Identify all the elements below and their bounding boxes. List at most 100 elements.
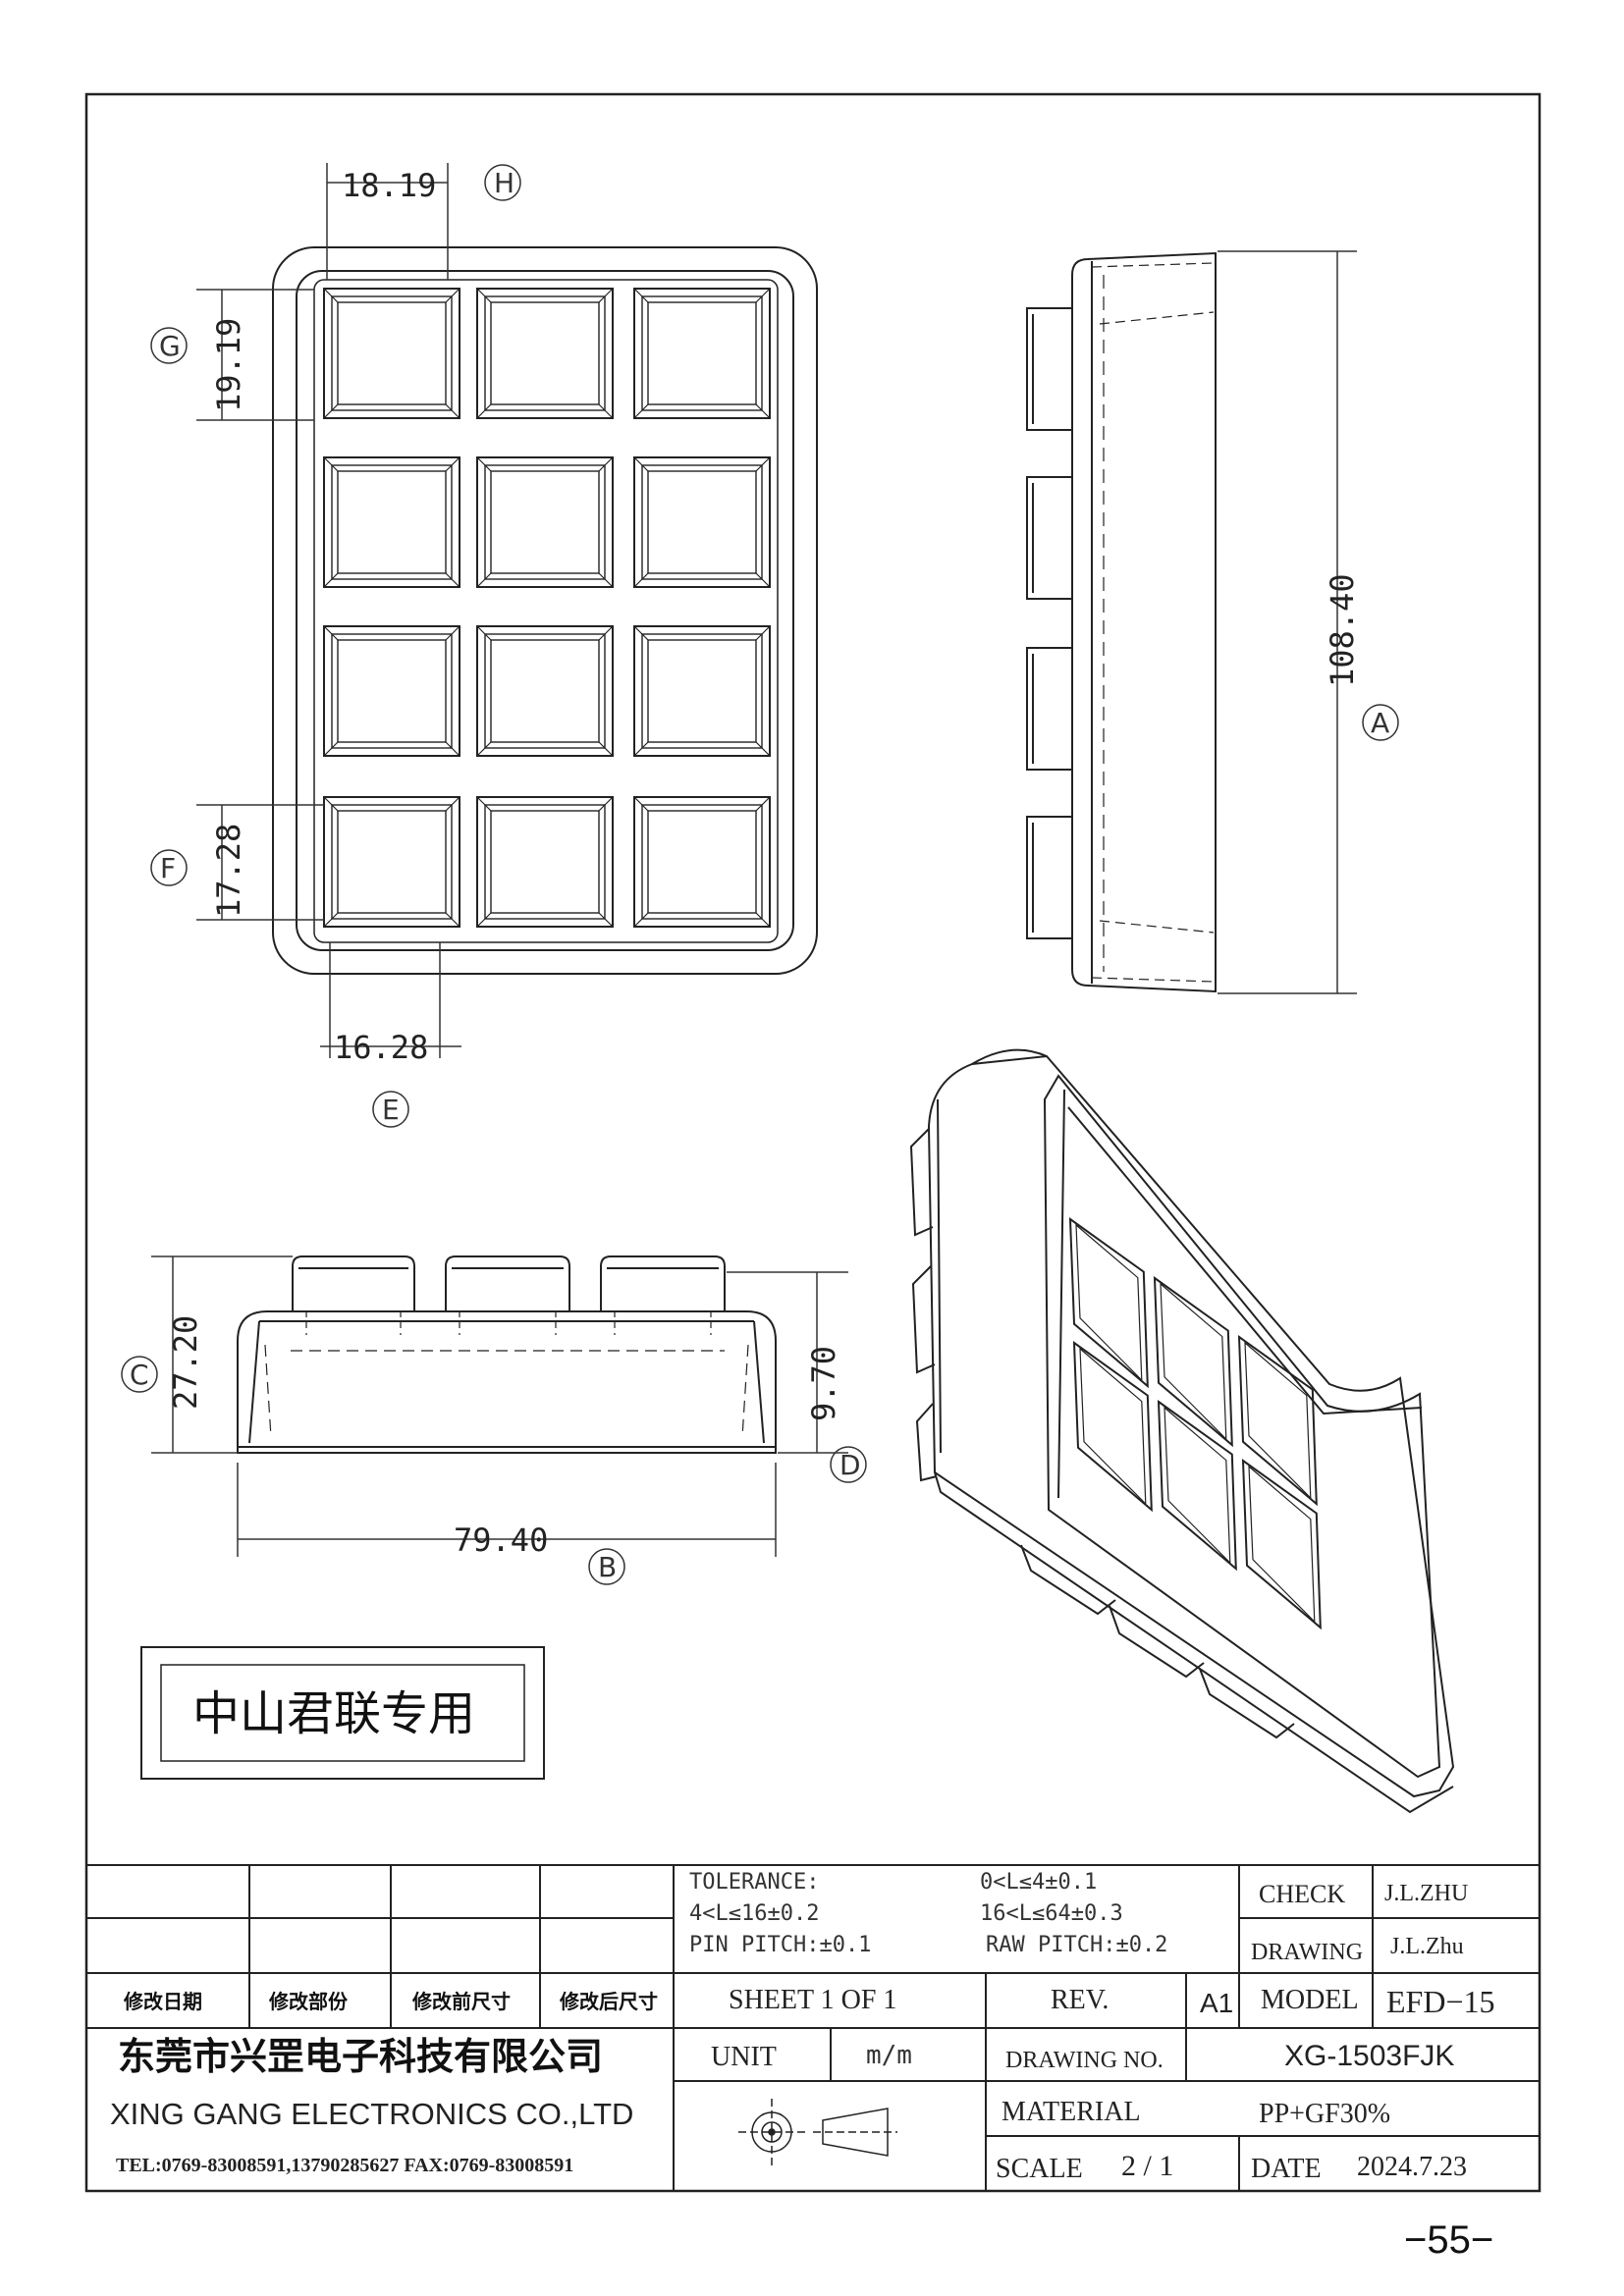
- top-view-cavity: [323, 456, 460, 588]
- top-view-cavity: [476, 796, 614, 928]
- top-view-cavity: [476, 456, 614, 588]
- date-label: DATE: [1251, 2154, 1322, 2184]
- drawing-frame: [84, 92, 1542, 2193]
- iso-inner-rim: [1043, 1074, 1441, 1779]
- top-view-floor: [313, 279, 779, 943]
- side-view-body: [1071, 251, 1217, 993]
- dim-a-letter: A: [1371, 707, 1389, 739]
- title-block: [86, 1864, 1540, 2191]
- side-view-tabs: [1026, 307, 1072, 939]
- tolerance-range-1: 0<L≤4±0.1: [980, 1870, 1097, 1895]
- iso-tabs-bottom: [1020, 1544, 1295, 1739]
- title-block-text: TOLERANCE: 0<L≤4±0.1 4<L≤16±0.2 16<L≤64±…: [110, 1870, 1495, 2184]
- label-g-circle: [150, 327, 188, 364]
- top-view-cavity: [633, 288, 771, 419]
- iso-cavity: [1068, 1216, 1149, 1389]
- dim-d-letter: D: [839, 1449, 861, 1481]
- label-b-circle: [588, 1548, 625, 1585]
- top-view-cavity: [323, 796, 460, 928]
- model-label: MODEL: [1261, 1985, 1359, 2015]
- iso-cavity: [1072, 1340, 1153, 1513]
- unit-label: UNIT: [711, 2042, 777, 2072]
- iso-cavity-inner: [1248, 1465, 1316, 1624]
- top-view-cavity: [633, 456, 771, 588]
- company-name-en: XING GANG ELECTRONICS CO.,LTD: [110, 2097, 633, 2131]
- dim-d-value: 9.70: [805, 1346, 842, 1421]
- check-value: J.L.ZHU: [1384, 1881, 1468, 1906]
- projection-symbol: [738, 2099, 897, 2165]
- tolerance-range-3: 16<L≤64±0.3: [980, 1901, 1123, 1926]
- front-view-tabs: [292, 1255, 726, 1335]
- top-view-cavity: [633, 625, 771, 757]
- date-value: 2024.7.23: [1357, 2152, 1467, 2182]
- drawing-label: DRAWING: [1251, 1940, 1363, 1965]
- drawing-no-value: XG-1503FJK: [1284, 2040, 1454, 2072]
- dim-a-value: 108.40: [1324, 573, 1361, 687]
- dim-g-value: 19.19: [210, 318, 247, 412]
- tolerance-range-2: 4<L≤16±0.2: [689, 1901, 819, 1926]
- dim-b-letter: B: [598, 1551, 617, 1583]
- top-view-cavity: [476, 288, 614, 419]
- iso-cavity-inner: [1079, 1347, 1147, 1506]
- rev-header-part: 修改部份: [268, 1990, 349, 2013]
- front-view: [237, 1255, 777, 1454]
- pin-pitch: PIN PITCH:±0.1: [689, 1933, 871, 1957]
- drawing-value: J.L.Zhu: [1390, 1934, 1464, 1959]
- material-value: PP+GF30%: [1259, 2099, 1390, 2129]
- scale-label: SCALE: [996, 2154, 1083, 2184]
- top-view: [272, 246, 818, 975]
- rev-label: REV.: [1051, 1985, 1109, 2015]
- model-value: EFD−15: [1386, 1984, 1495, 2019]
- iso-cavity: [1157, 1399, 1237, 1572]
- label-e-circle: [372, 1091, 409, 1128]
- drawing-no-label: DRAWING NO.: [1005, 2048, 1164, 2073]
- top-view-cells: [323, 288, 771, 928]
- iso-cavity-inner: [1075, 1223, 1143, 1382]
- dim-h-letter: H: [494, 167, 514, 199]
- iso-cavity: [1153, 1275, 1233, 1448]
- dim-e-letter: E: [382, 1094, 400, 1126]
- top-view-cavity: [476, 625, 614, 757]
- side-view: [1026, 251, 1217, 993]
- iso-tabs-left: [909, 1128, 938, 1482]
- iso-cavity-inner: [1244, 1341, 1312, 1500]
- customer-stamp: 中山君联专用: [140, 1646, 545, 1780]
- label-c-circle: [121, 1356, 158, 1393]
- scale-value: 2 / 1: [1121, 2150, 1173, 2182]
- iso-cavity: [1237, 1334, 1318, 1507]
- rev-header-after: 修改后尺寸: [559, 1990, 658, 2013]
- top-view-inner-rim: [296, 270, 794, 951]
- iso-cells: [1068, 1216, 1322, 1630]
- top-view-cavity: [323, 288, 460, 419]
- iso-cavity: [1241, 1458, 1322, 1630]
- rev-header-date: 修改日期: [123, 1990, 202, 2013]
- iso-cavity-inner: [1164, 1406, 1231, 1565]
- material-label: MATERIAL: [1001, 2097, 1141, 2127]
- isometric-view: [909, 1048, 1455, 1814]
- page-number: −55−: [1404, 2218, 1494, 2262]
- iso-cavity-inner: [1160, 1282, 1227, 1441]
- company-contact: TEL:0769-83008591,13790285627 FAX:0769-8…: [116, 2155, 573, 2176]
- unit-value: m/m: [866, 2041, 912, 2070]
- dim-b-value: 79.40: [454, 1522, 548, 1559]
- rev-value: A1: [1200, 1988, 1233, 2018]
- label-a-circle: [1362, 704, 1399, 741]
- raw-pitch: RAW PITCH:±0.2: [986, 1933, 1167, 1957]
- top-view-cavity: [323, 625, 460, 757]
- rev-header-before: 修改前尺寸: [411, 1990, 511, 2013]
- tolerance-label: TOLERANCE:: [689, 1870, 819, 1895]
- iso-outer-top: [927, 1054, 1455, 1798]
- dim-c-letter: C: [130, 1359, 149, 1391]
- dim-h-value: 18.19: [342, 167, 436, 204]
- dim-e-value: 16.28: [334, 1029, 428, 1066]
- top-view-outer-rim: [272, 246, 818, 975]
- label-d-circle: [830, 1446, 867, 1483]
- check-label: CHECK: [1259, 1880, 1345, 1908]
- dim-c-value: 27.20: [167, 1315, 204, 1410]
- stamp-text: 中山君联专用: [192, 1686, 475, 1741]
- sheet-info: SHEET 1 OF 1: [729, 1985, 896, 2015]
- dim-f-value: 17.28: [210, 824, 247, 918]
- front-view-dimensions: [121, 1255, 867, 1585]
- top-view-dimension-text: 18.19 H 19.19 G 17.28 F 16.28 E: [159, 167, 514, 1126]
